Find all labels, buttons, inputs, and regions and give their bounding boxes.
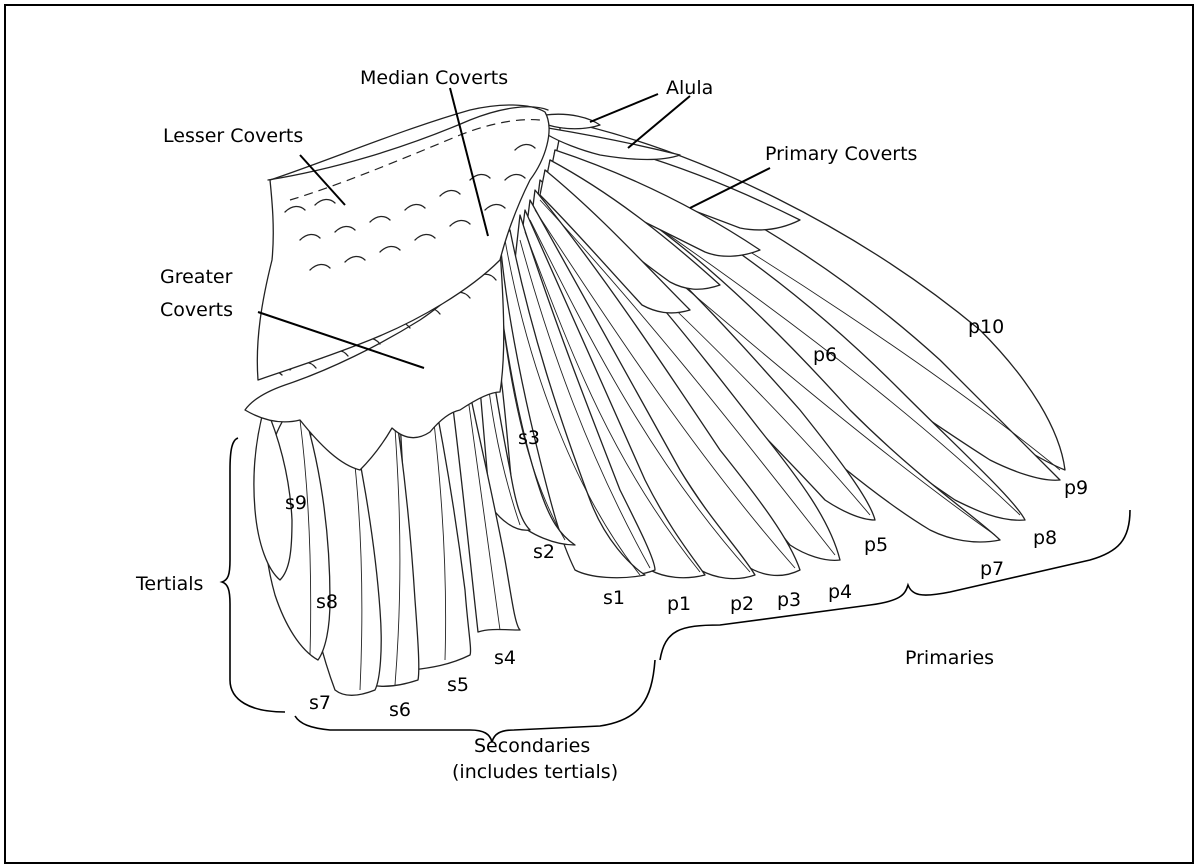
leader-median-coverts (449, 87, 489, 237)
label-p2: p2 (730, 593, 754, 615)
label-primaries: Primaries (905, 647, 994, 669)
label-s2: s2 (533, 541, 555, 563)
secondaries-brace (294, 659, 656, 743)
leader-greater-coverts (257, 311, 425, 369)
feather-s2 (494, 259, 576, 546)
primaries-brace (659, 509, 1131, 661)
label-p3: p3 (777, 589, 801, 611)
median-coverts-scallops (284, 143, 536, 271)
label-s4: s4 (494, 647, 516, 669)
leader-alula-2 (627, 95, 691, 149)
leader-alula-1 (589, 93, 659, 123)
alula-feathers (544, 113, 681, 161)
label-tertials: Tertials (135, 573, 203, 595)
label-s6: s6 (389, 699, 411, 721)
scapular-line (267, 106, 549, 181)
leader-lines (257, 87, 771, 369)
feather-s9 (253, 404, 293, 581)
label-greater-coverts-line1: Greater (160, 266, 233, 288)
greater-coverts-band (244, 249, 505, 471)
label-p9: p9 (1064, 477, 1088, 499)
lesser-coverts-dashes (289, 119, 541, 201)
tertials-brace (219, 437, 286, 713)
label-p6: p6 (813, 344, 837, 366)
label-alula: Alula (666, 77, 713, 99)
label-median-coverts: Median Coverts (360, 67, 508, 89)
label-p4: p4 (828, 581, 852, 603)
label-secondaries-line1: Secondaries (474, 735, 590, 757)
label-p8: p8 (1033, 527, 1057, 549)
primary-coverts-feathers (539, 134, 801, 314)
section-labels: Lesser Coverts Median Coverts Alula Prim… (135, 67, 994, 783)
alula-feather-1 (547, 127, 681, 161)
label-lesser-coverts: Lesser Coverts (163, 125, 303, 147)
label-p1: p1 (667, 593, 691, 615)
leader-primary-coverts (689, 167, 771, 209)
label-primary-coverts: Primary Coverts (765, 143, 917, 165)
label-s8: s8 (316, 591, 338, 613)
label-p5: p5 (864, 534, 888, 556)
feather-labels: s1 s2 s3 s4 s5 s6 s7 s8 s9 p1 p2 p3 p4 p… (285, 316, 1088, 721)
primary-covert-4 (539, 169, 691, 314)
wing-diagram: Lesser Coverts Median Coverts Alula Prim… (135, 67, 1131, 783)
braces (219, 437, 1131, 743)
label-s9: s9 (285, 492, 307, 514)
label-s7: s7 (309, 692, 331, 714)
label-s1: s1 (603, 587, 625, 609)
label-secondaries-line2: (includes tertials) (452, 761, 618, 783)
label-s5: s5 (447, 674, 469, 696)
feather-s1 (499, 229, 646, 579)
leader-lesser-coverts (299, 154, 346, 206)
alula-feather-2 (544, 113, 601, 130)
label-p7: p7 (980, 558, 1004, 580)
wing-illustration (244, 104, 1066, 696)
secondary-shafts (299, 239, 641, 691)
label-greater-coverts-line2: Coverts (160, 299, 233, 321)
label-s3: s3 (518, 427, 540, 449)
primary-shafts (519, 139, 1061, 573)
label-p10: p10 (968, 316, 1004, 338)
